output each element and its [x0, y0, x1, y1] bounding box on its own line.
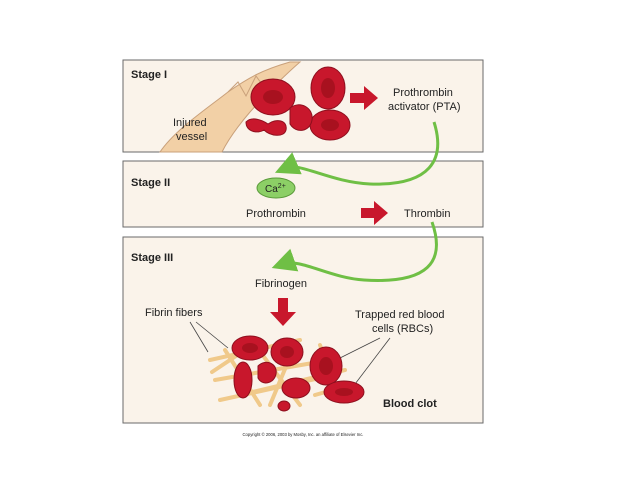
- pta-label-line1: Prothrombin: [393, 87, 453, 99]
- rbc: [233, 361, 253, 399]
- rbc: [281, 377, 311, 399]
- pta-label-line2: activator (PTA): [388, 101, 461, 113]
- vessel-label-line1: Injured: [173, 117, 207, 129]
- stage-2-title: Stage II: [131, 177, 170, 189]
- platelet: [277, 400, 291, 412]
- arrow-thrombin-to-stage-3: [271, 221, 438, 282]
- stage-3-panel: Stage III Fibrinogen Fibrin fibers Trapp…: [122, 236, 484, 424]
- arrow-stage-2: [361, 201, 388, 225]
- leader-lines: [189, 321, 391, 389]
- activated-platelet: [289, 104, 313, 131]
- arrow-stage-1: [350, 86, 378, 110]
- trapped-rbc-label-line1: Trapped red blood: [355, 309, 445, 321]
- copyright-text: Copyright © 2006, 2003 by Mosby, Inc. an…: [243, 432, 364, 437]
- svg-text:Ca2+: Ca2+: [265, 183, 286, 195]
- stage-2-panel: Stage II Ca2+ Prothrombin Thrombin: [122, 160, 484, 228]
- calcium-ion: Ca2+: [256, 177, 296, 199]
- calcium-symbol: Ca: [265, 184, 278, 195]
- activated-platelet: [257, 361, 277, 384]
- stage-3-title: Stage III: [131, 252, 173, 264]
- vessel-label-line2: vessel: [176, 131, 207, 143]
- stage-1-cells: [245, 66, 351, 141]
- blood-clot-label: Blood clot: [383, 398, 437, 410]
- calcium-charge: 2+: [278, 183, 286, 190]
- trapped-rbc-label-line2: cells (RBCs): [372, 323, 433, 335]
- activated-platelet: [245, 118, 287, 136]
- arrow-pta-to-stage-2: [274, 121, 440, 186]
- stage-1-title: Stage I: [131, 69, 167, 81]
- fibrinogen-label: Fibrinogen: [255, 278, 307, 290]
- stage-1-panel: Stage I Injured vessel Prothrombin activ…: [122, 59, 484, 153]
- thrombin-label: Thrombin: [404, 208, 450, 220]
- arrow-stage-3: [270, 298, 296, 326]
- trapped-rbcs: [231, 335, 365, 412]
- prothrombin-label: Prothrombin: [246, 208, 306, 220]
- fibrin-fibers-label: Fibrin fibers: [145, 307, 203, 319]
